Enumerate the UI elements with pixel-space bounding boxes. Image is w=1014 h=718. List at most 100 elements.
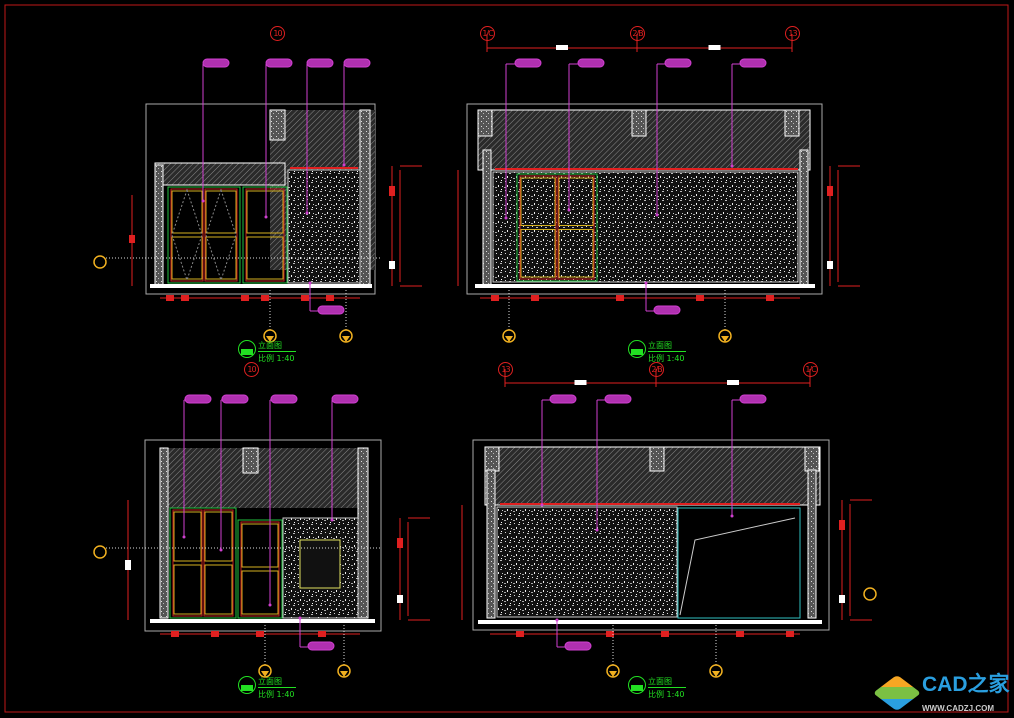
section-arrow bbox=[261, 671, 269, 677]
dimension-text-mark bbox=[556, 45, 568, 50]
material-tag bbox=[604, 394, 632, 404]
material-tag bbox=[265, 58, 293, 68]
door-leaf bbox=[204, 188, 238, 282]
ceiling-hatch bbox=[160, 448, 358, 508]
grid-bubble: 2/B bbox=[630, 26, 645, 41]
material-tag bbox=[306, 58, 334, 68]
leader-dot bbox=[219, 548, 223, 552]
structural-beam bbox=[804, 446, 820, 472]
dimension-mark bbox=[389, 186, 395, 196]
leader-dot bbox=[268, 603, 272, 607]
leader-dot bbox=[555, 618, 559, 622]
wall-section bbox=[807, 469, 817, 619]
granite-panel bbox=[492, 171, 799, 283]
door-frame bbox=[237, 519, 283, 619]
elevation-title-a: 立面图比例 1:40 bbox=[238, 340, 296, 364]
material-tag bbox=[577, 58, 605, 68]
dimension-mark bbox=[397, 595, 403, 603]
wall-section bbox=[482, 149, 492, 286]
watermark-brand: CAD之家 bbox=[922, 673, 1010, 696]
sheet-border bbox=[4, 4, 1009, 713]
elevation-frame bbox=[466, 103, 823, 295]
elevation-symbol-icon bbox=[238, 340, 256, 358]
door-panel bbox=[241, 523, 279, 568]
door-frame bbox=[169, 507, 237, 619]
door-panel bbox=[558, 177, 594, 226]
grid-bubble: 1/C bbox=[480, 26, 495, 41]
wall-section bbox=[359, 109, 371, 286]
dimension-mark bbox=[211, 631, 219, 637]
dimension-mark bbox=[181, 295, 189, 301]
dimension-text-mark bbox=[727, 380, 739, 385]
dimension-mark bbox=[397, 538, 403, 548]
dimension-mark bbox=[129, 235, 135, 243]
leader-dot bbox=[330, 518, 334, 522]
dimension-mark bbox=[241, 295, 249, 301]
door-diamond bbox=[205, 188, 237, 282]
section-arrow bbox=[340, 671, 348, 677]
elevation-symbol-icon bbox=[628, 340, 646, 358]
dimension-mark bbox=[827, 261, 833, 269]
material-tag bbox=[331, 394, 359, 404]
door-frame bbox=[516, 173, 598, 282]
material-tag bbox=[202, 58, 230, 68]
leader-dot bbox=[655, 213, 659, 217]
dimension-mark bbox=[256, 631, 264, 637]
material-tag bbox=[664, 58, 692, 68]
door-panel bbox=[171, 190, 203, 234]
grid-bubble: 13 bbox=[785, 26, 800, 41]
material-tag bbox=[514, 58, 542, 68]
dimension-text-mark bbox=[574, 380, 587, 385]
elevation-title-b: 立面图比例 1:40 bbox=[628, 340, 686, 364]
section-symbol bbox=[863, 587, 877, 601]
section-arrow bbox=[712, 671, 720, 677]
elevation-title-c: 立面图比例 1:40 bbox=[238, 676, 296, 700]
door-diamond bbox=[171, 188, 203, 282]
leader-dot bbox=[504, 216, 508, 220]
grid-bubble: 10 bbox=[270, 26, 285, 41]
door-leaf bbox=[170, 188, 204, 282]
door-panel bbox=[520, 177, 556, 226]
glass-panel bbox=[677, 507, 801, 619]
dimension-mark bbox=[516, 631, 524, 637]
dimension-mark bbox=[839, 520, 845, 530]
mirror-panel bbox=[299, 539, 341, 589]
elevation-symbol-icon bbox=[628, 676, 646, 694]
structural-beam bbox=[477, 109, 493, 137]
dimension-mark bbox=[827, 186, 833, 196]
door-frame bbox=[242, 186, 288, 284]
material-tag bbox=[564, 641, 592, 651]
dimension-text-mark bbox=[708, 45, 721, 50]
section-arrow bbox=[266, 336, 274, 342]
door-panel bbox=[558, 229, 594, 278]
granite-panel bbox=[496, 506, 678, 618]
dimension-mark bbox=[301, 295, 309, 301]
door-leaf bbox=[245, 188, 285, 282]
door-leaf bbox=[557, 175, 595, 280]
leader-dot bbox=[595, 528, 599, 532]
section-arrow bbox=[609, 671, 617, 677]
wall-section bbox=[154, 164, 164, 286]
door-leaf bbox=[172, 509, 203, 617]
structural-beam bbox=[242, 447, 259, 474]
leader-dot bbox=[305, 211, 309, 215]
structural-beam bbox=[631, 109, 647, 137]
dimension-mark bbox=[125, 560, 131, 570]
material-tag bbox=[343, 58, 371, 68]
section-arrow bbox=[342, 336, 350, 342]
door-frame bbox=[167, 186, 241, 284]
material-tag bbox=[739, 58, 767, 68]
watermark-url: WWW.CADZJ.COM bbox=[922, 704, 994, 713]
section-arrow bbox=[505, 336, 513, 342]
material-tag bbox=[653, 305, 681, 315]
door-panel bbox=[204, 564, 233, 615]
dimension-mark bbox=[531, 295, 539, 301]
door-panel bbox=[241, 570, 279, 615]
grid-bubble: 2/B bbox=[649, 362, 664, 377]
door-panel bbox=[520, 229, 556, 278]
dimension-mark bbox=[606, 631, 614, 637]
structural-beam bbox=[484, 446, 500, 472]
structural-beam bbox=[784, 109, 800, 137]
